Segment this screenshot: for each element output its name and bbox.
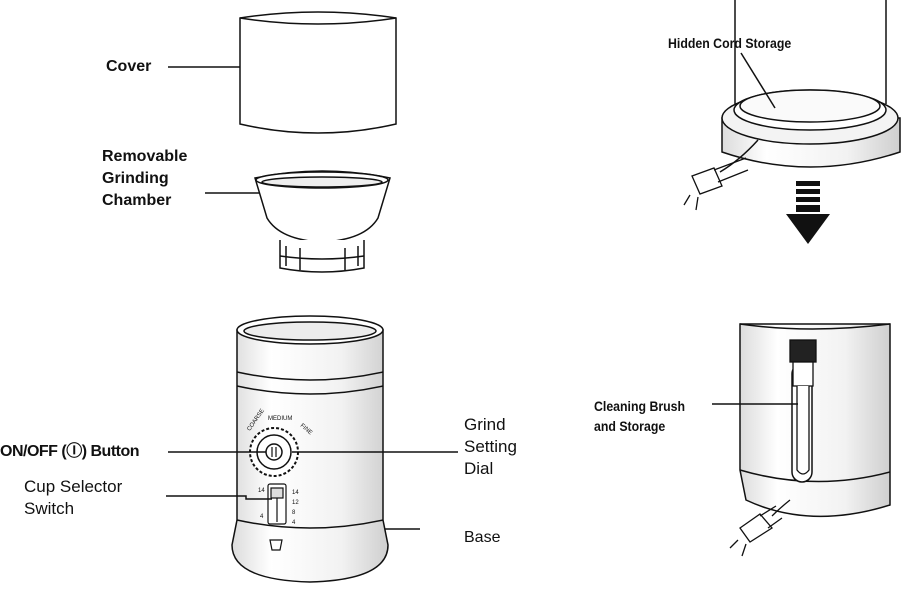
cup-scale-left-14: 14 <box>258 488 265 494</box>
label-cover: Cover <box>106 58 152 75</box>
down-arrow-icon <box>786 181 830 244</box>
label-cup-selector-switch: Cup Selector Switch <box>24 477 123 518</box>
label-onoff-button: ON/OFF (Ⓘ) Button <box>0 443 140 460</box>
dial-mark-medium: MEDIUM <box>268 416 292 422</box>
cup-icon <box>269 539 283 551</box>
cup-scale-right-8: 8 <box>292 510 296 516</box>
cup-scale-left-4: 4 <box>260 514 264 520</box>
cup-scale-right-4: 4 <box>292 520 296 526</box>
cup-scale-right-12: 12 <box>292 500 299 506</box>
cup-scale-right-14: 14 <box>292 490 299 496</box>
label-grind-setting-dial: Grind Setting Dial <box>464 415 517 478</box>
cup-selector-switch <box>267 483 287 525</box>
grinding-chamber-part <box>254 170 391 273</box>
label-base: Base <box>464 529 501 546</box>
label-hidden-cord-storage: Hidden Cord Storage <box>668 35 792 51</box>
power-plug-top <box>683 157 749 211</box>
cord-storage-base <box>719 0 901 173</box>
power-plug-bottom <box>729 499 791 557</box>
label-cleaning-brush-storage: Cleaning Brush and Storage <box>594 398 686 434</box>
cover-part <box>239 11 397 134</box>
cleaning-brush <box>789 339 817 475</box>
leader-lines-left <box>166 66 458 530</box>
leader-lines-right <box>712 52 798 405</box>
label-removable-grinding-chamber: Removable Grinding Chamber <box>102 148 188 209</box>
